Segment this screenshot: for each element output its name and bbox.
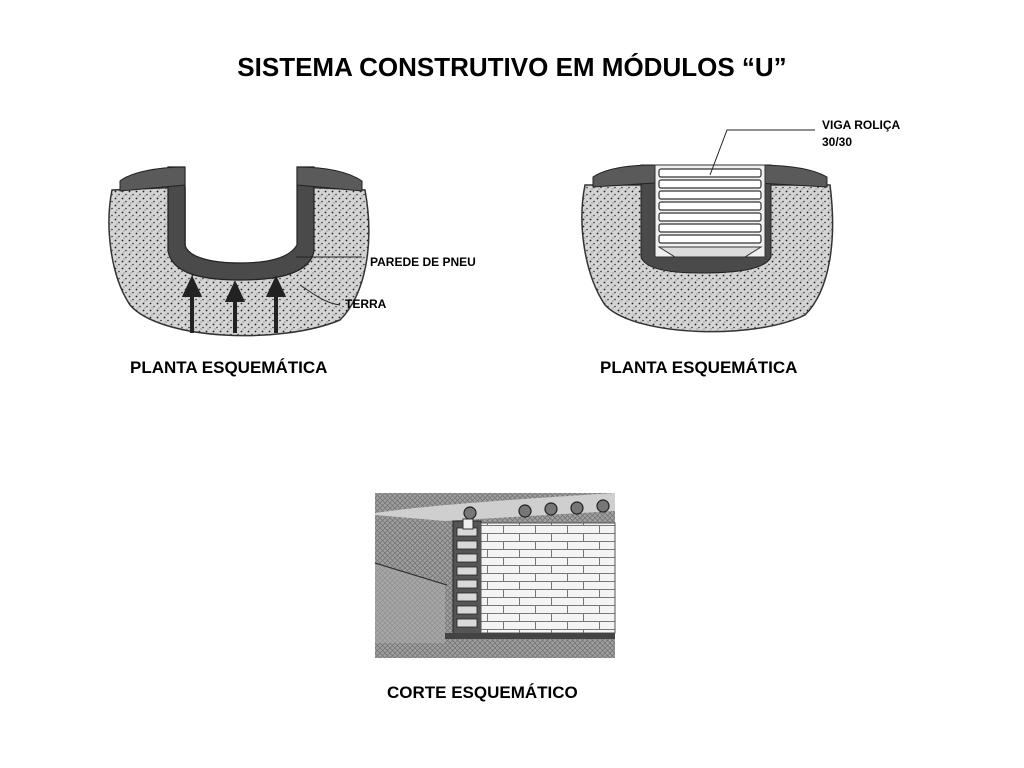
label-tire-wall: PAREDE DE PNEU [370, 255, 476, 269]
roof-logs [463, 499, 610, 520]
brick-wall [480, 522, 616, 634]
soil-mass [108, 186, 370, 337]
round-beams [658, 168, 762, 244]
earth-slope [375, 563, 445, 643]
tire-column [452, 520, 482, 637]
leader-beam [709, 129, 815, 176]
label-beam-line1: VIGA ROLIÇA [822, 118, 901, 132]
caption-left: PLANTA ESQUEMÁTICA [130, 358, 328, 377]
caption-bottom: CORTE ESQUEMÁTICO [387, 683, 578, 702]
u-module-plan-right [581, 129, 834, 333]
u-module-plan-left [108, 166, 370, 337]
section-diagram [374, 493, 616, 658]
pressure-arrows [181, 275, 287, 333]
label-beam-line2: 30/30 [822, 135, 853, 149]
label-beam: VIGA ROLIÇA 30/30 [822, 117, 900, 151]
page-title: SISTEMA CONSTRUTIVO EM MÓDULOS “U” [237, 52, 787, 82]
leader-earth [299, 284, 341, 306]
caption-right: PLANTA ESQUEMÁTICA [600, 358, 798, 377]
label-earth: TERRA [345, 297, 387, 311]
tire-wall [167, 166, 315, 281]
